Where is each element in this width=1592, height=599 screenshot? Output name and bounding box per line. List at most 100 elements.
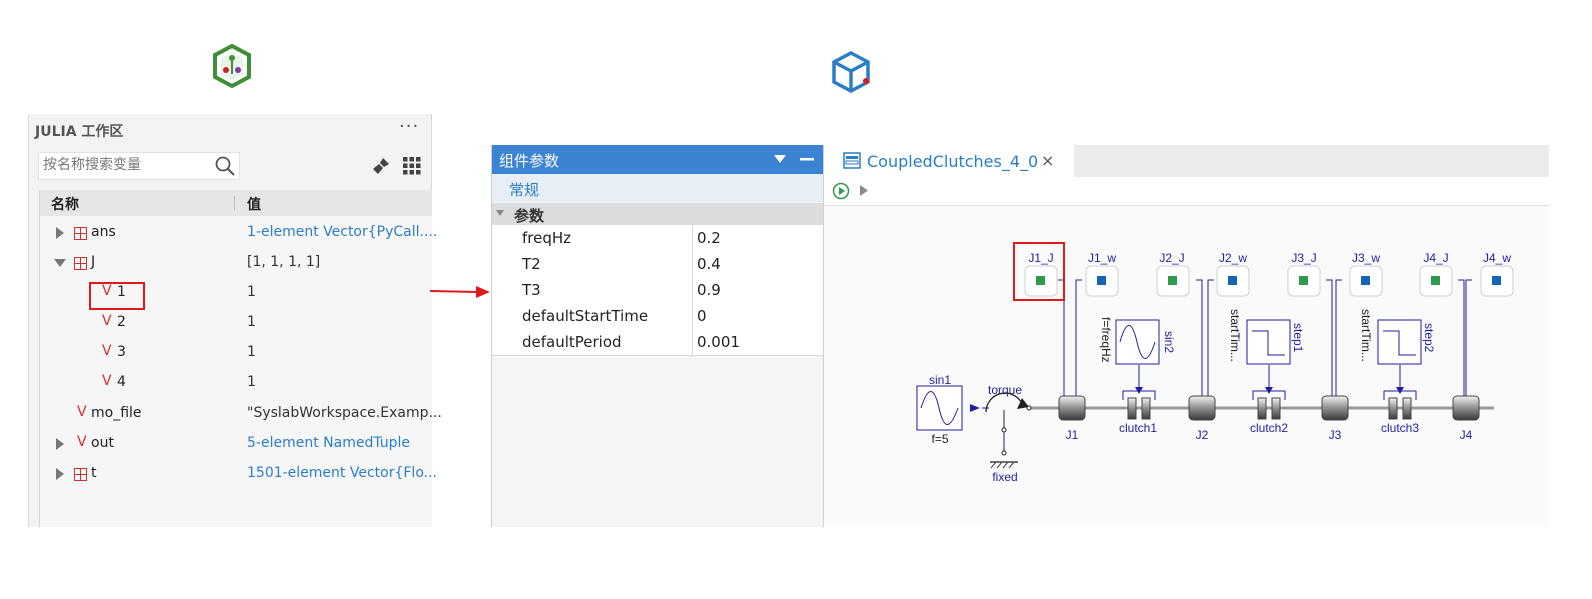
variable-name: 4: [117, 374, 126, 390]
tab-coupled-clutches[interactable]: CoupledClutches_4_0 ×: [824, 145, 1074, 177]
param-value[interactable]: 0.2: [697, 229, 721, 247]
params-title: 组件参数: [499, 152, 560, 170]
block-param: startTim...: [1228, 309, 1242, 362]
block-label: sin2: [1162, 331, 1176, 353]
scalar-variable-icon: V: [77, 434, 87, 450]
variable-table: 名称 值 ans 1-element Vector{PyCall.... J […: [39, 190, 442, 527]
block-label: J2: [1196, 428, 1209, 442]
param-row[interactable]: defaultStartTime 0: [492, 303, 824, 330]
block-param: startTim...: [1359, 309, 1373, 362]
param-row[interactable]: freqHz 0.2: [492, 225, 824, 252]
block-step2[interactable]: step2 startTim...: [1359, 309, 1436, 365]
params-title-bar: 组件参数: [492, 145, 824, 174]
connection-lines: [982, 279, 1472, 452]
input-J3_w[interactable]: J3_w: [1349, 251, 1383, 297]
matrix-variable-icon: [74, 257, 87, 270]
matrix-variable-icon: [74, 227, 87, 240]
divider: [692, 303, 693, 329]
minimize-icon[interactable]: [800, 158, 814, 161]
highlight-box-J1_J: [1013, 242, 1065, 301]
tab-title: CoupledClutches_4_0: [867, 152, 1039, 171]
collapse-arrow-icon[interactable]: [496, 210, 504, 217]
block-clutch3[interactable]: clutch3: [1381, 387, 1419, 435]
block-param: f=freqHz: [1099, 317, 1113, 363]
tab-close-icon[interactable]: ×: [1041, 151, 1055, 170]
dropdown-arrow-icon[interactable]: [774, 155, 786, 164]
input-J2_J[interactable]: J2_J: [1156, 251, 1190, 297]
param-value[interactable]: 0.4: [697, 255, 721, 273]
table-row[interactable]: V 3 1: [40, 339, 432, 369]
more-options-button[interactable]: ···: [399, 116, 420, 137]
block-clutch1[interactable]: clutch1: [1119, 387, 1157, 435]
expand-arrow-icon[interactable]: [56, 468, 64, 480]
table-row[interactable]: V 2 1: [40, 309, 432, 339]
search-icon[interactable]: [215, 156, 235, 176]
param-row[interactable]: T3 0.9: [492, 277, 824, 304]
input-J4_J[interactable]: J4_J: [1419, 251, 1453, 297]
variable-value[interactable]: 1501-element Vector{Flo...: [247, 465, 437, 481]
block-J3[interactable]: J3: [1321, 395, 1349, 442]
run-arrow-icon[interactable]: [860, 185, 868, 196]
variable-value: "SyslabWorkspace.Examp...: [247, 405, 442, 421]
block-J2[interactable]: J2: [1188, 395, 1216, 442]
input-label: J4_w: [1483, 251, 1511, 265]
expand-arrow-icon[interactable]: [56, 438, 64, 450]
variable-name: out: [91, 435, 114, 451]
block-J1[interactable]: J1: [1058, 395, 1086, 442]
block-clutch2[interactable]: clutch2: [1250, 387, 1288, 435]
variable-name: mo_file: [91, 405, 142, 421]
table-row[interactable]: J [1, 1, 1, 1]: [40, 249, 432, 279]
column-divider: [234, 196, 235, 210]
param-name: T2: [522, 255, 541, 273]
table-row[interactable]: V 4 1: [40, 369, 432, 399]
variable-search-input[interactable]: [39, 153, 203, 177]
table-header: 名称 值: [40, 190, 432, 216]
block-torque[interactable]: torque: [985, 383, 1032, 433]
block-step1[interactable]: step1 startTim...: [1228, 309, 1305, 365]
table-row[interactable]: ans 1-element Vector{PyCall....: [40, 219, 437, 249]
input-J1_w[interactable]: J1_w: [1085, 251, 1119, 297]
block-sin1[interactable]: sin1 f=5: [916, 373, 980, 446]
variable-name: ans: [91, 224, 116, 240]
param-group-label: 参数: [514, 207, 545, 225]
variable-name: t: [91, 465, 97, 481]
input-J4_w[interactable]: J4_w: [1480, 251, 1514, 297]
input-J3_J[interactable]: J3_J: [1287, 251, 1321, 297]
expand-arrow-icon[interactable]: [56, 227, 64, 239]
block-J4[interactable]: J4: [1452, 395, 1480, 442]
simulate-play-icon[interactable]: [832, 182, 850, 200]
input-J1_J[interactable]: J1_J: [1024, 251, 1058, 297]
param-group-header[interactable]: 参数: [492, 203, 824, 225]
table-row[interactable]: V out 5-element NamedTuple: [40, 430, 432, 460]
collapse-arrow-icon[interactable]: [54, 259, 66, 267]
clear-workspace-icon[interactable]: [372, 157, 390, 175]
param-value[interactable]: 0.9: [697, 281, 721, 299]
variable-name: 2: [117, 314, 126, 330]
param-row[interactable]: defaultPeriod 0.001: [492, 329, 824, 356]
model-diagram: J1_J J1_w J2_J J2_w J3_J J3_w: [916, 251, 1514, 484]
variable-name: 3: [117, 344, 126, 360]
param-value[interactable]: 0.001: [697, 333, 740, 351]
grid-view-icon[interactable]: [403, 157, 421, 175]
column-value-header: 值: [247, 197, 261, 213]
model-file-icon: [843, 152, 861, 169]
variable-value[interactable]: 1-element Vector{PyCall....: [247, 224, 438, 240]
input-label: J2_J: [1159, 251, 1184, 265]
block-label: J3: [1329, 428, 1342, 442]
table-row[interactable]: V mo_file "SyslabWorkspace.Examp...: [40, 400, 442, 430]
divider: [692, 277, 693, 303]
block-sin2[interactable]: sin2 f=freqHz: [1099, 317, 1176, 365]
param-row[interactable]: T2 0.4: [492, 251, 824, 278]
variable-value[interactable]: 5-element NamedTuple: [247, 435, 411, 451]
block-fixed[interactable]: fixed: [990, 450, 1018, 484]
param-value[interactable]: 0: [697, 307, 707, 325]
tab-general[interactable]: 常规: [492, 174, 824, 202]
input-label: J1_w: [1088, 251, 1116, 265]
red-arrow-icon: [430, 286, 490, 298]
param-name: T3: [522, 281, 541, 299]
table-row[interactable]: t 1501-element Vector{Flo...: [40, 460, 437, 490]
input-label: J4_J: [1423, 251, 1448, 265]
variable-name: J: [91, 254, 96, 270]
input-J2_w[interactable]: J2_w: [1216, 251, 1250, 297]
table-row[interactable]: V 1 1: [40, 279, 432, 309]
